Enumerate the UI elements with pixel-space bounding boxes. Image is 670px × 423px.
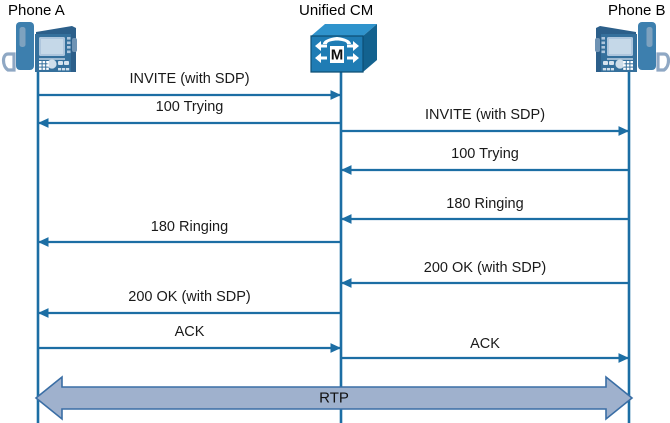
lifelines-group	[36, 72, 631, 423]
ip-phone-icon	[595, 22, 670, 72]
message-label-m3: INVITE (with SDP)	[424, 107, 546, 123]
message-label-m5: 180 Ringing	[446, 196, 524, 212]
node-title-unified-cm: Unified CM	[299, 2, 374, 19]
node-title-phone-a: Phone A	[8, 2, 65, 19]
ip-phone-icon	[1, 22, 77, 72]
rtp-arrow-shape	[34, 375, 634, 421]
rtp-media-arrow	[34, 375, 634, 421]
node-title-phone-b: Phone B	[608, 2, 666, 19]
svg-text:M: M	[331, 47, 344, 64]
message-label-m9: ACK	[174, 324, 205, 340]
rtp-label: RTP	[319, 389, 349, 407]
message-label-m7: 200 OK (with SDP)	[423, 260, 547, 276]
message-label-m4: 100 Trying	[451, 146, 519, 162]
message-label-m8: 200 OK (with SDP)	[128, 289, 251, 305]
message-label-m2: 100 Trying	[155, 99, 224, 115]
message-label-m6: 180 Ringing	[150, 219, 229, 235]
message-label-m10: ACK	[470, 336, 500, 352]
message-label-m1: INVITE (with SDP)	[129, 71, 250, 87]
unified-cm-server-icon: M	[310, 24, 377, 73]
message-arrows-group	[38, 90, 629, 363]
